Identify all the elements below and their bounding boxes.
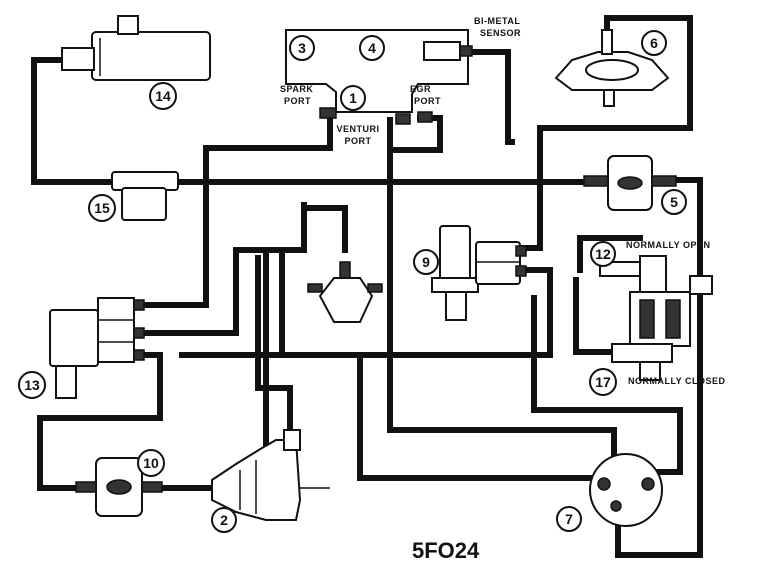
hose-6-loop bbox=[517, 15, 693, 251]
callout-5: 5 bbox=[661, 189, 687, 215]
callout-9: 9 bbox=[413, 249, 439, 275]
bimetal-label-line1: BI-METAL bbox=[474, 16, 520, 26]
callout-13: 13 bbox=[18, 371, 46, 399]
callout-6: 6 bbox=[641, 30, 667, 56]
egr-port-label-line2: PORT bbox=[414, 96, 441, 106]
svg-text:14: 14 bbox=[155, 88, 171, 104]
svg-text:2: 2 bbox=[220, 512, 228, 528]
svg-text:1: 1 bbox=[349, 90, 357, 106]
callout-1: 1 bbox=[340, 85, 366, 111]
venturi-port-label-line2: PORT bbox=[344, 136, 371, 146]
distributor bbox=[307, 261, 383, 323]
callout-17: 17 bbox=[589, 368, 617, 396]
normally-open-label: NORMALLY OPEN bbox=[626, 240, 711, 250]
normally-closed-label: NORMALLY CLOSED bbox=[628, 376, 726, 386]
component-6 bbox=[554, 29, 670, 107]
hose-spark-to-13 bbox=[130, 112, 333, 308]
svg-text:10: 10 bbox=[143, 455, 159, 471]
svg-text:9: 9 bbox=[422, 254, 430, 270]
svg-text:12: 12 bbox=[595, 246, 611, 262]
figure-code: 5FO24 bbox=[412, 538, 480, 563]
hose-17-to-7 bbox=[531, 295, 683, 475]
callout-10: 10 bbox=[137, 449, 165, 477]
hose-14-to-15 bbox=[31, 57, 115, 185]
bimetal-label-line2: SENSOR bbox=[480, 28, 521, 38]
svg-text:13: 13 bbox=[24, 377, 40, 393]
hose-to-dist-tee bbox=[130, 205, 348, 336]
hose-mid-right bbox=[279, 267, 553, 358]
hose-venturi-down bbox=[387, 117, 617, 468]
svg-text:17: 17 bbox=[595, 374, 611, 390]
egr-port-label-line1: EGR bbox=[410, 84, 431, 94]
svg-text:15: 15 bbox=[94, 200, 110, 216]
component-5 bbox=[583, 155, 677, 211]
hose-5-right bbox=[615, 177, 703, 558]
component-14 bbox=[61, 15, 211, 81]
component-2 bbox=[211, 429, 330, 521]
svg-text:3: 3 bbox=[298, 40, 306, 56]
svg-text:5: 5 bbox=[670, 194, 678, 210]
hose-2-upper-b bbox=[255, 255, 293, 455]
svg-text:6: 6 bbox=[650, 35, 658, 51]
component-9 bbox=[431, 225, 527, 321]
svg-text:7: 7 bbox=[565, 511, 573, 527]
component-12-17 bbox=[599, 255, 713, 381]
hose-bimetal-to-6 bbox=[467, 49, 515, 145]
callout-3: 3 bbox=[289, 35, 315, 61]
carburetor-base bbox=[285, 29, 473, 125]
hose-12-lower bbox=[573, 277, 623, 355]
hose-mid-to-7 bbox=[357, 352, 601, 481]
hose-13-lower bbox=[37, 352, 163, 491]
component-15 bbox=[111, 171, 179, 221]
callout-7: 7 bbox=[556, 506, 582, 532]
callout-4: 4 bbox=[359, 35, 385, 61]
callout-2: 2 bbox=[211, 507, 237, 533]
spark-port-label-line1: SPARK bbox=[280, 84, 313, 94]
svg-text:4: 4 bbox=[368, 40, 376, 56]
venturi-port-label-line1: VENTURI bbox=[336, 124, 379, 134]
component-10 bbox=[75, 457, 163, 517]
component-7 bbox=[589, 453, 663, 527]
callout-12: 12 bbox=[590, 241, 616, 267]
callout-15: 15 bbox=[88, 194, 116, 222]
callout-14: 14 bbox=[149, 82, 177, 110]
spark-port-label-line2: PORT bbox=[284, 96, 311, 106]
component-13 bbox=[49, 297, 145, 399]
hose-12-upper bbox=[577, 235, 643, 273]
